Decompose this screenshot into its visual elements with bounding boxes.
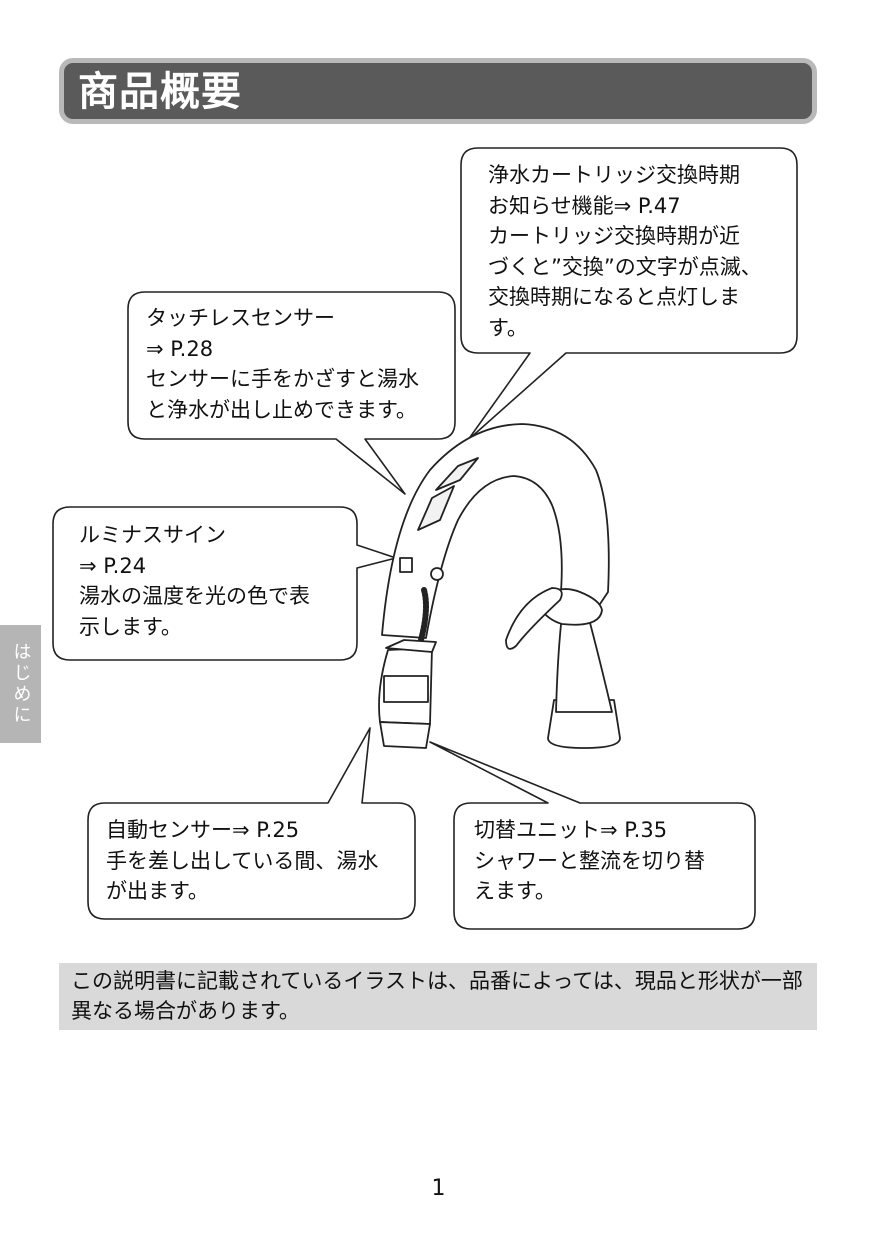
sensor-window-upper [435, 457, 479, 491]
spray-nozzle [379, 721, 431, 749]
callout-luminous-line: ルミナスサイン [79, 523, 226, 547]
faucet-gooseneck [381, 423, 610, 639]
callout-auto-sensor-page-link[interactable]: 自動センサー⇒ P.25 [106, 818, 300, 842]
side-tab-introduction[interactable]: はじめに [0, 625, 41, 743]
callout-luminous-line: 湯水の温度を光の色で表 [79, 584, 310, 608]
side-tab-label: はじめに [10, 642, 32, 726]
callout-cartridge-page-link[interactable]: お知らせ機能⇒ P.47 [488, 193, 681, 218]
callout-bubble-luminous [52, 506, 397, 661]
callout-touchless-page-link[interactable]: ⇒ P.28 [146, 336, 214, 361]
page-title: 商品概要 [78, 69, 242, 115]
callout-cartridge-line: 交換時期になると点灯しま [488, 285, 740, 309]
callout-switch-unit-line: えます。 [474, 879, 556, 903]
callout-auto-sensor: 自動センサー⇒ P.25 手を差し出している間、湯水 が出ます。 [106, 815, 378, 907]
sensor-window [417, 485, 455, 531]
callout-bubble-switch-unit [429, 741, 756, 930]
faucet-body [378, 423, 621, 749]
callout-switch-unit-page-link[interactable]: 切替ユニット⇒ P.35 [474, 818, 668, 842]
callout-touchless-line: と浄水が出し止めできます。 [146, 397, 417, 422]
callout-luminous-page-link[interactable]: ⇒ P.24 [79, 553, 147, 578]
callout-switch-unit: 切替ユニット⇒ P.35 シャワーと整流を切り替 えます。 [474, 815, 705, 907]
callout-cartridge-line: カートリッジ交換時期が近 [488, 224, 740, 248]
section-title-bar: 商品概要 [59, 58, 817, 124]
spray-head-window [383, 675, 429, 703]
callout-bubble-auto-sensor [87, 727, 416, 920]
spout-button [430, 567, 444, 581]
callout-cartridge-line: す。 [488, 315, 528, 340]
callout-auto-sensor-line: 手を差し出している間、湯水 [106, 848, 379, 873]
callout-bubble-cartridge [460, 147, 798, 441]
lever-arm [505, 587, 563, 650]
callout-luminous-line: 示します。 [79, 614, 182, 639]
luminous-sign-lamp [399, 557, 413, 573]
callout-touchless-sensor: タッチレスセンサー ⇒ P.28 センサーに手をかざすと湯水 と浄水が出し止めで… [146, 303, 419, 425]
callout-touchless-line: センサーに手をかざすと湯水 [146, 367, 419, 391]
callout-switch-unit-line: シャワーと整流を切り替 [474, 848, 705, 873]
callout-cartridge-line: づくと”交換”の文字が点滅、 [488, 254, 762, 279]
illustration-note-text: この説明書に記載されているイラストは、品番によっては、現品と形状が一部異なる場合… [71, 969, 803, 1023]
page-number: 1 [431, 1176, 446, 1201]
callout-cartridge-notice: 浄水カートリッジ交換時期 お知らせ機能⇒ P.47 カートリッジ交換時期が近 づ… [488, 160, 762, 343]
callout-luminous-sign: ルミナスサイン ⇒ P.24 湯水の温度を光の色で表 示します。 [79, 520, 310, 642]
spray-head-collar [385, 639, 437, 653]
illustration-note-box: この説明書に記載されているイラストは、品番によっては、現品と形状が一部異なる場合… [59, 963, 817, 1030]
callout-auto-sensor-line: が出ます。 [106, 879, 209, 903]
callout-cartridge-line: 浄水カートリッジ交換時期 [488, 163, 740, 187]
callout-touchless-line: タッチレスセンサー [146, 306, 335, 330]
callout-bubble-touchless [127, 291, 456, 495]
